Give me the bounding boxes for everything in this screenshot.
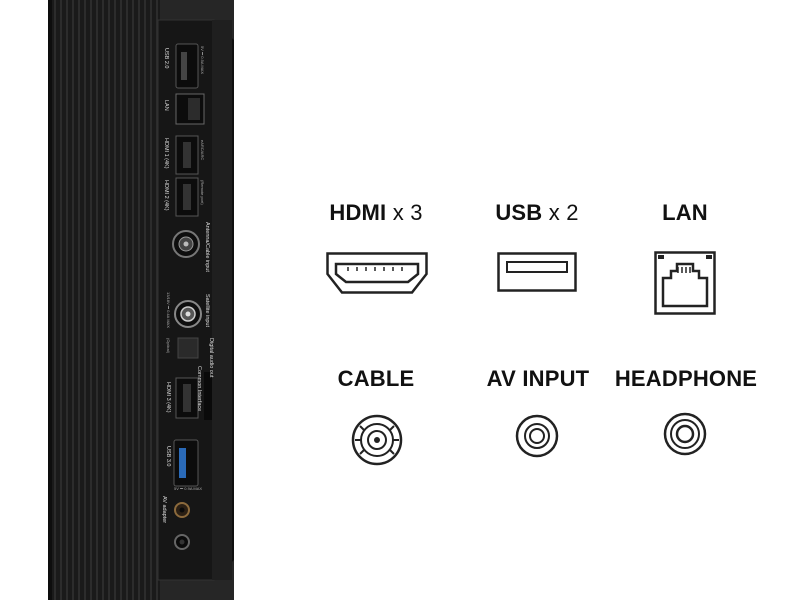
antenna-cable-connector (172, 230, 200, 258)
hdmi-2-connector (175, 177, 199, 217)
port-cable: CABLE (296, 366, 456, 392)
port-cable-label: CABLE (296, 366, 456, 392)
panel-label-digital-audio: Digital audio out (208, 338, 214, 378)
tv-rear-panel-image: USB 2.0 LAN HDMI 1 (4K) HDMI 2 (4K) Ante… (48, 0, 234, 600)
panel-small-label-sat-power: 13/18V ⎓ 0.4A MAX (166, 292, 171, 328)
satellite-connector (174, 300, 202, 328)
rca-jack-icon (515, 414, 559, 458)
port-lan: LAN (605, 200, 765, 226)
port-legend: HDMI x 3 USB x 2 LAN CABLE (300, 0, 800, 600)
port-usb-name: USB (495, 200, 543, 225)
common-interface-slot (204, 372, 212, 420)
port-hdmi-name: HDMI (329, 200, 387, 225)
panel-label-common-interface: Common Interface (196, 366, 202, 411)
port-headphone-label: HEADPHONE (606, 366, 766, 392)
port-lan-name: LAN (662, 200, 708, 225)
port-av-input: AV INPUT (458, 366, 618, 392)
port-hdmi-count: x 3 (392, 200, 423, 225)
panel-small-label-usb-power: 5V ⎓ 0.5A MAX (200, 46, 205, 74)
port-usb-count: x 2 (548, 200, 579, 225)
port-usb-label: USB x 2 (457, 200, 617, 226)
panel-label-av-adapter: AV adapter (161, 496, 167, 523)
port-hdmi: HDMI x 3 (296, 200, 456, 226)
port-cable-name: CABLE (337, 366, 415, 391)
headphone-jack-icon (663, 412, 707, 456)
port-headphone-name: HEADPHONE (614, 366, 758, 391)
port-av-input-name: AV INPUT (486, 366, 590, 391)
usb-port-icon (497, 252, 577, 292)
port-av-input-label: AV INPUT (458, 366, 618, 392)
panel-label-hdmi-2: HDMI 2 (4K) (163, 180, 169, 211)
headphone-connector (174, 534, 190, 550)
ethernet-port-icon (654, 251, 716, 315)
port-lan-label: LAN (605, 200, 765, 226)
panel-label-antenna: Antenna/Cable input (204, 222, 210, 272)
panel-small-label-optical: (Optical) (166, 338, 171, 354)
panel-label-lan: LAN (163, 100, 169, 111)
panel-label-usb-2: USB 2.0 (163, 48, 169, 68)
usb-2-0-connector (175, 43, 199, 89)
panel-label-satellite: Satellite input (204, 294, 210, 327)
port-usb: USB x 2 (457, 200, 617, 226)
usb-3-0-connector (173, 439, 199, 487)
panel-small-label-remote-port: (Remote port) (200, 180, 205, 205)
av-adapter-connector (174, 502, 190, 518)
hdmi-1-connector (175, 135, 199, 175)
lan-connector (175, 93, 205, 125)
panel-label-hdmi-3: HDMI 3 (4K) (165, 382, 171, 413)
coaxial-port-icon (351, 414, 403, 466)
hdmi-port-icon (326, 252, 428, 294)
panel-label-usb-3: USB 3.0 (165, 446, 171, 466)
panel-small-label-usb3-power: 5V ⎓ 0.9A MAX (174, 486, 202, 491)
port-headphone: HEADPHONE (606, 366, 766, 392)
panel-small-label-earc: eARC/ARC (200, 140, 205, 160)
panel-label-hdmi-1: HDMI 1 (4K) (163, 138, 169, 169)
optical-connector (177, 337, 199, 359)
port-hdmi-label: HDMI x 3 (296, 200, 456, 226)
hdmi-3-connector (175, 377, 199, 419)
